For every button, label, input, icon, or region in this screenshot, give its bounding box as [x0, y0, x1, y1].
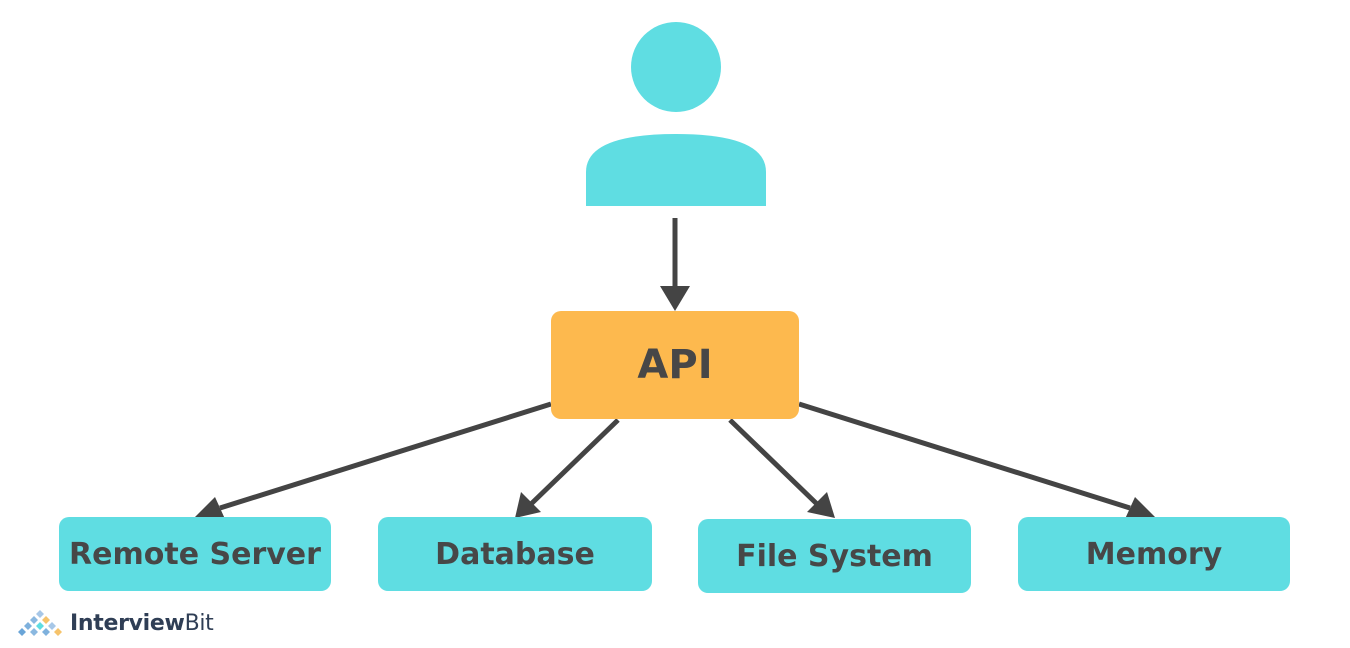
arrow-api-to-remote-server: [219, 401, 552, 511]
arrow-api-to-memory: [798, 401, 1131, 511]
arrow-api-to-database: [528, 418, 620, 507]
arrowhead-file-system: [807, 492, 835, 518]
memory-label: Memory: [1085, 536, 1223, 572]
logo-text-light: Bit: [184, 610, 214, 636]
diamond-pattern-logo-icon: [18, 610, 62, 636]
memory-box: Memory: [1018, 517, 1290, 591]
remote-server-box: Remote Server: [59, 517, 331, 591]
arrowhead-user-to-api: [660, 286, 690, 311]
remote-server-label: Remote Server: [69, 536, 321, 572]
user-icon: [586, 22, 766, 206]
arrowhead-memory: [1125, 497, 1155, 519]
database-label: Database: [435, 536, 595, 572]
api-box: API: [551, 311, 799, 419]
logo-text: InterviewBit: [70, 611, 214, 636]
api-label: API: [637, 342, 713, 388]
logo-text-bold: Interview: [70, 610, 185, 636]
file-system-label: File System: [736, 538, 933, 574]
arrowhead-remote-server: [195, 497, 225, 519]
brand-logo: InterviewBit: [12, 605, 214, 641]
arrow-api-to-file-system: [728, 418, 820, 507]
database-box: Database: [378, 517, 652, 591]
file-system-box: File System: [698, 519, 971, 593]
arrowhead-database: [515, 492, 541, 518]
